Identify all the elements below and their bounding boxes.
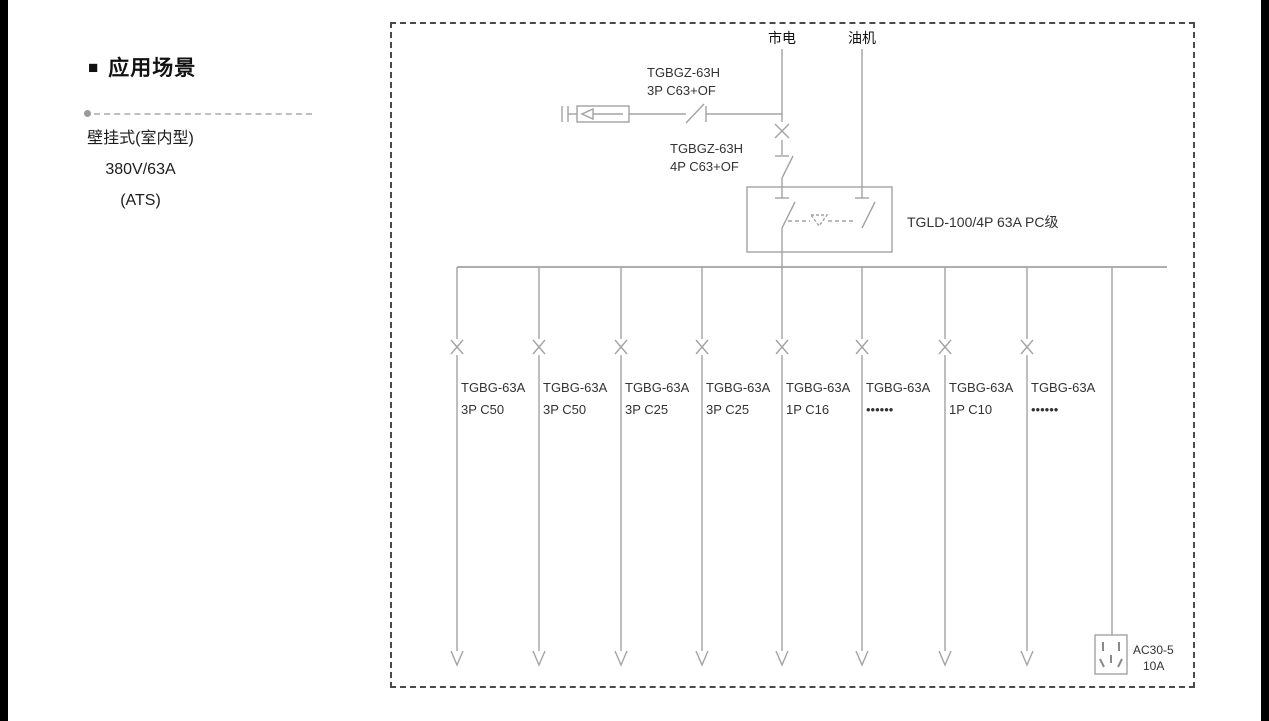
diagram-canvas: 市电 油机 (450, 30, 1174, 675)
feeder-spec-label: 1P C16 (786, 402, 829, 417)
spd-breaker-label: TGBGZ-63H 3P C63+OF (647, 65, 720, 98)
info-line-type: (ATS) (120, 192, 161, 209)
ats-left-blade-icon (781, 201, 796, 229)
feeder-branches: TGBG-63A 3P C50 TGBG-63A 3P C50 TGBG-63A 3P C… (450, 267, 1096, 667)
feeder-model-label: TGBG-63A (949, 380, 1014, 395)
main-breaker-label: TGBGZ-63H 4P C63+OF (670, 141, 743, 174)
outgoing-arrow-icon (775, 650, 789, 667)
feeder-breaker-x-icon (695, 339, 709, 355)
spd-branch (561, 103, 782, 124)
feeder-branch: TGBG-63A 3P C50 (532, 267, 608, 667)
feeder-model-label: TGBG-63A (866, 380, 931, 395)
single-line-diagram: 市电 油机 (390, 22, 1195, 688)
socket-icon (1099, 642, 1123, 668)
feeder-model-label: TGBG-63A (1031, 380, 1096, 395)
page-edge-bar-left (0, 0, 8, 721)
feeder-breaker-x-icon (775, 339, 789, 355)
feeder-branch: TGBG-63A •••••• (1020, 267, 1096, 667)
feeder-model-label: TGBG-63A (543, 380, 608, 395)
feeder-spec-label: •••••• (1031, 402, 1059, 417)
feeder-breaker-x-icon (938, 339, 952, 355)
branch-breaker-blade-icon (685, 103, 705, 124)
generator-source-label: 油机 (848, 30, 876, 46)
feeder-spec-label: 3P C50 (461, 402, 504, 417)
page-edge-bar-right (1261, 0, 1269, 721)
feeder-model-label: TGBG-63A (461, 380, 526, 395)
mains-breaker-x-icon (774, 123, 790, 139)
outgoing-arrow-icon (855, 650, 869, 667)
section-title-text: 应用场景 (108, 57, 197, 80)
feeder-model-label: TGBG-63A (786, 380, 851, 395)
feeder-model-label: TGBG-63A (625, 380, 690, 395)
feeder-model-label: TGBG-63A (706, 380, 771, 395)
outgoing-arrow-icon (938, 650, 952, 667)
feeder-spec-label: 3P C25 (706, 402, 749, 417)
info-line-rating: 380V/63A (105, 161, 176, 178)
outgoing-arrow-icon (695, 650, 709, 667)
feeder-branch: TGBG-63A 1P C10 (938, 267, 1014, 667)
mains-source-label: 市电 (768, 30, 796, 46)
ats-right-blade-icon (861, 201, 876, 229)
feeder-spec-label: •••••• (866, 402, 894, 417)
application-info: 壁挂式(室内型) 380V/63A (ATS) (38, 123, 243, 216)
separator-dashes (94, 112, 312, 115)
feeder-branch: TGBG-63A •••••• (855, 267, 931, 667)
ats-label: TGLD-100/4P 63A PC级 (907, 214, 1058, 230)
main-breaker-model: TGBGZ-63H (670, 141, 743, 156)
socket-rating-label: 10A (1143, 659, 1164, 673)
socket-outline (1094, 634, 1128, 675)
ats-box (746, 186, 893, 253)
feeder-spec-label: 3P C25 (625, 402, 668, 417)
feeder-branch: TGBG-63A 3P C25 (695, 267, 771, 667)
section-title: ■ 应用场景 (88, 52, 196, 82)
feeder-branch: TGBG-63A 3P C25 (614, 267, 690, 667)
feeder-breaker-x-icon (450, 339, 464, 355)
info-line-mounting: 壁挂式(室内型) (87, 130, 194, 147)
feeder-breaker-x-icon (614, 339, 628, 355)
dotted-separator (84, 110, 312, 117)
separator-dot-icon (84, 110, 91, 117)
square-bullet-icon: ■ (88, 58, 100, 77)
spd-arrow-icon (580, 107, 594, 121)
feeder-breaker-x-icon (855, 339, 869, 355)
outgoing-arrow-icon (450, 650, 464, 667)
outgoing-arrow-icon (1020, 650, 1034, 667)
outgoing-arrow-icon (532, 650, 546, 667)
feeder-spec-label: 3P C50 (543, 402, 586, 417)
outgoing-arrow-icon (614, 650, 628, 667)
socket-branch (1094, 267, 1128, 675)
feeder-breaker-x-icon (1020, 339, 1034, 355)
spd-breaker-spec: 3P C63+OF (647, 83, 716, 98)
feeder-branch: TGBG-63A 3P C50 (450, 267, 526, 667)
feeder-branch: TGBG-63A 1P C16 (775, 267, 851, 667)
ats-switch (746, 186, 893, 267)
socket-model-label: AC30-5 (1133, 643, 1174, 657)
feeder-spec-label: 1P C10 (949, 402, 992, 417)
ats-interlock-triangle-icon (809, 214, 829, 228)
main-breaker-spec: 4P C63+OF (670, 159, 739, 174)
feeder-breaker-x-icon (532, 339, 546, 355)
mains-disconnect-icon (775, 155, 794, 179)
spd-breaker-model: TGBGZ-63H (647, 65, 720, 80)
